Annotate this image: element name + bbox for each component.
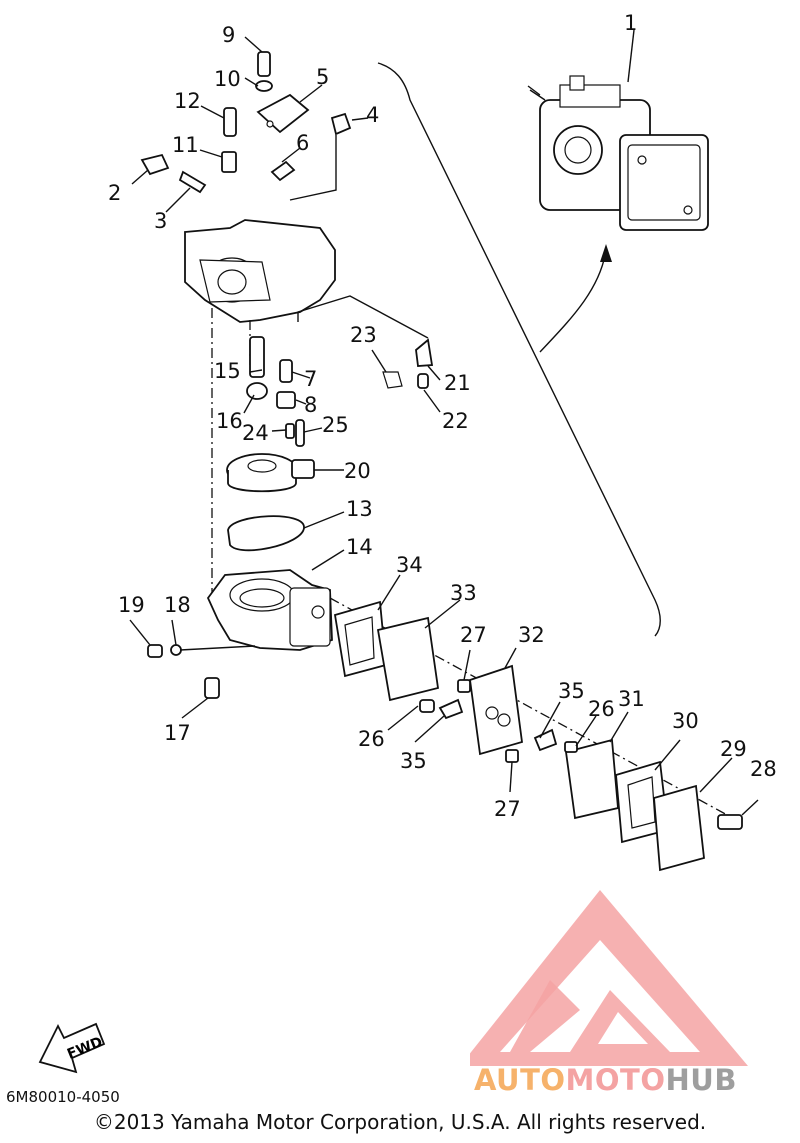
assembly-arrowhead	[600, 244, 612, 262]
callout-23: 23	[350, 323, 377, 347]
callout-30: 30	[672, 709, 699, 733]
callout-28: 28	[750, 757, 777, 781]
carburetor-body	[184, 219, 336, 323]
callout-25: 25	[322, 413, 349, 437]
fwd-arrow: FWD	[38, 1022, 106, 1074]
callout-34: 34	[396, 553, 423, 577]
callout-5: 5	[316, 65, 329, 89]
assembly-arrow	[539, 249, 607, 353]
float-bowl-gasket	[227, 515, 305, 552]
callout-14: 14	[346, 535, 373, 559]
callout-22: 22	[442, 409, 469, 433]
float	[226, 453, 315, 493]
callout-15: 15	[214, 359, 241, 383]
callout-3: 3	[154, 209, 167, 233]
callout-16: 16	[216, 409, 243, 433]
drain-parts	[147, 644, 256, 699]
jets-and-needle	[246, 336, 434, 447]
callout-12: 12	[174, 89, 201, 113]
callout-26: 26	[588, 697, 615, 721]
link-line-needle	[297, 295, 429, 339]
callout-24: 24	[242, 421, 269, 445]
callout-10: 10	[214, 67, 241, 91]
callout-33: 33	[450, 581, 477, 605]
side-plates	[333, 600, 743, 872]
small-parts-top	[140, 51, 352, 194]
callout-2: 2	[108, 181, 121, 205]
assembled-carburetor	[527, 75, 709, 231]
callout-8: 8	[304, 393, 317, 417]
assembly-axis-right	[329, 597, 741, 823]
callout-4: 4	[366, 103, 379, 127]
callout-21: 21	[444, 371, 471, 395]
callout-7: 7	[304, 367, 317, 391]
callout-1: 1	[624, 11, 637, 35]
callout-11: 11	[172, 133, 199, 157]
callout-29: 29	[720, 737, 747, 761]
float-bowl	[206, 569, 333, 651]
callout-20: 20	[344, 459, 371, 483]
callout-27: 27	[460, 623, 487, 647]
callout-19: 19	[118, 593, 145, 617]
callout-9: 9	[222, 23, 235, 47]
callout-35: 35	[400, 749, 427, 773]
assembly-bracket	[377, 62, 661, 637]
callout-32: 32	[518, 623, 545, 647]
copyright-notice: ©2013 Yamaha Motor Corporation, U.S.A. A…	[93, 1110, 707, 1134]
callout-6: 6	[296, 131, 309, 155]
callout-18: 18	[164, 593, 191, 617]
callout-31: 31	[618, 687, 645, 711]
reference-code: 6M80010-4050	[6, 1088, 120, 1106]
callout-26: 26	[358, 727, 385, 751]
callout-17: 17	[164, 721, 191, 745]
callout-13: 13	[346, 497, 373, 521]
callout-27: 27	[494, 797, 521, 821]
callout-35: 35	[558, 679, 585, 703]
leader-lines	[129, 29, 759, 816]
